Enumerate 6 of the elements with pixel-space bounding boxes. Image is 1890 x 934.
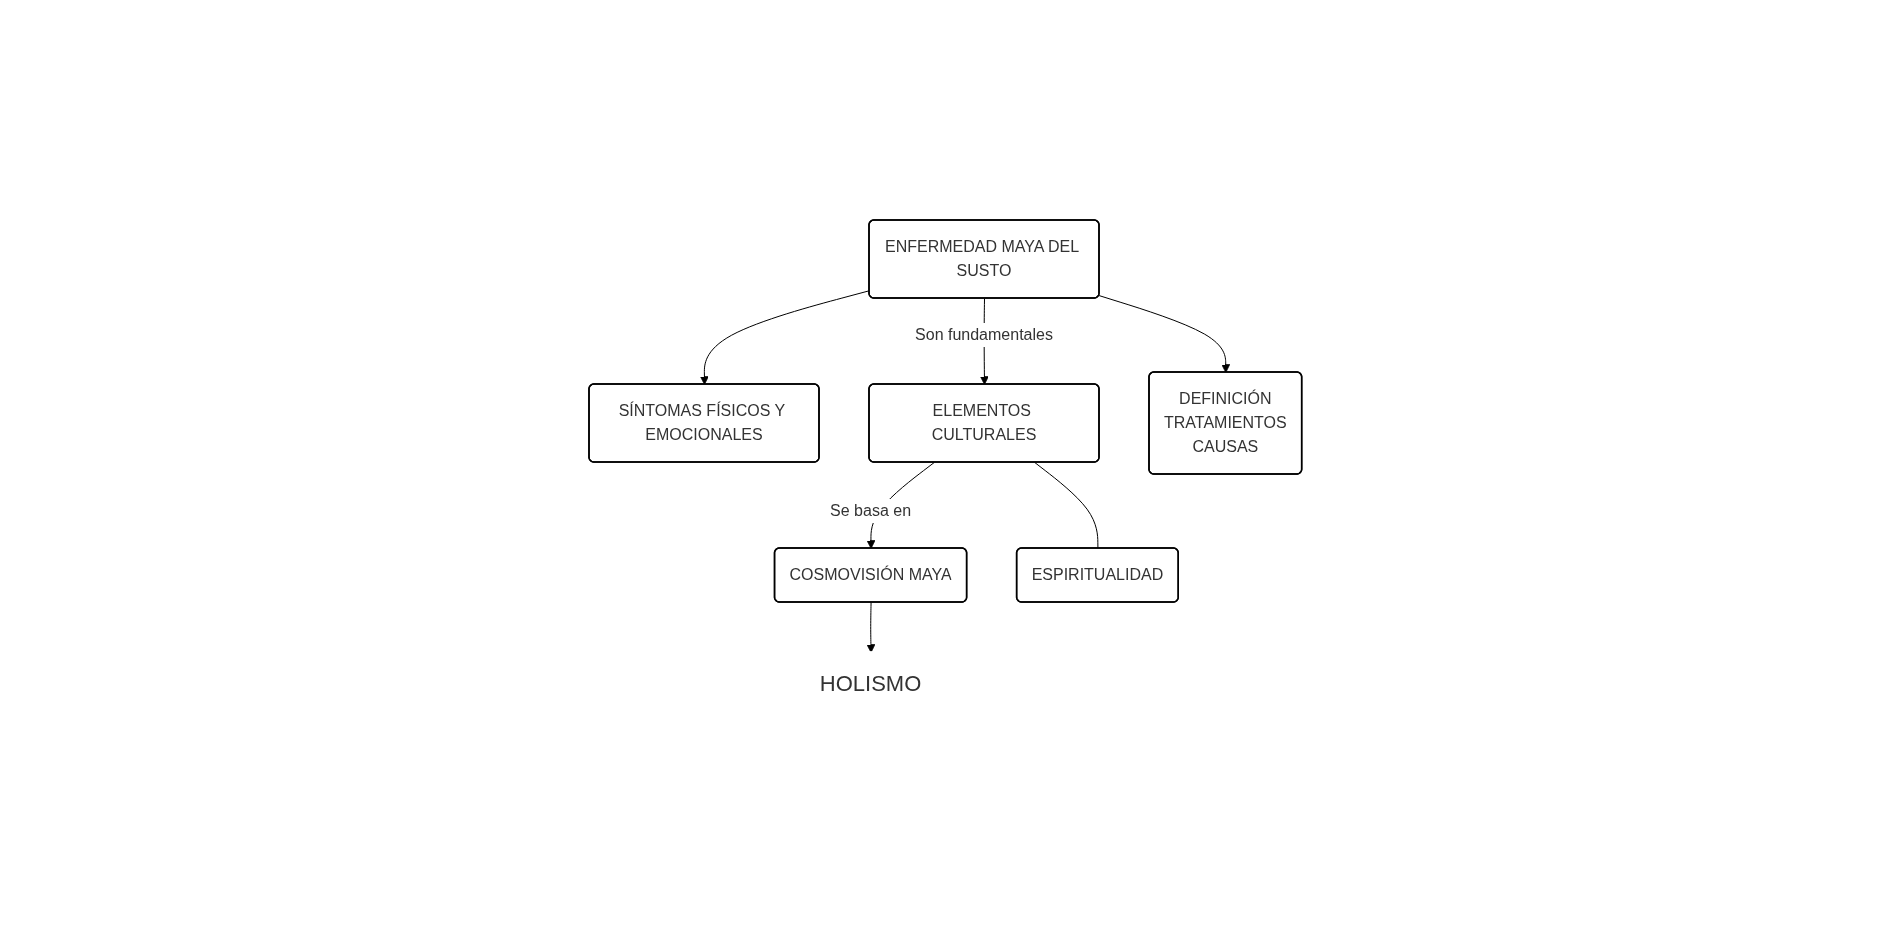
connector (1033, 461, 1099, 549)
node-text: HOLISMO (819, 670, 921, 696)
edge-label: Se basa en (829, 501, 911, 519)
arrow (866, 601, 875, 653)
edge-label: Son fundamentales (914, 325, 1053, 343)
arrow (1098, 294, 1230, 373)
